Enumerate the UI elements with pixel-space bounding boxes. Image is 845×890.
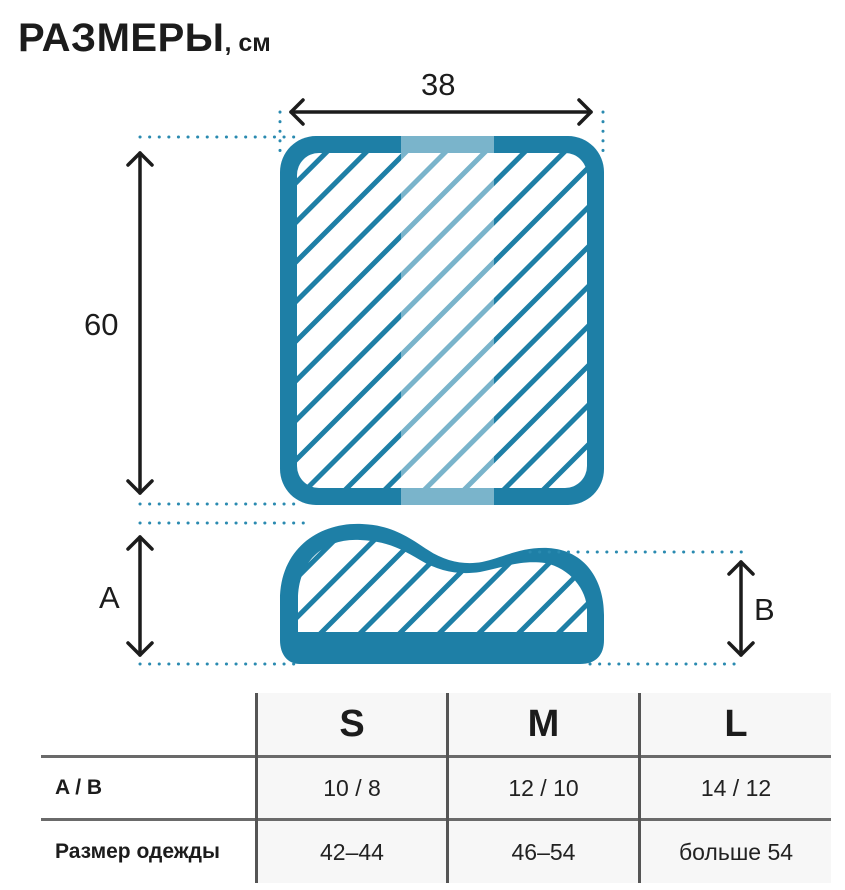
dotted-guides-side (138, 550, 744, 666)
size-table: S M L A / B 10 / 8 12 / 10 14 / 12 Разме… (41, 693, 831, 883)
table-cell-l-clothing: больше 54 (678, 838, 794, 865)
height-arrow (126, 151, 154, 495)
pillow-dimension-diagram (126, 98, 755, 666)
top-view-shape (280, 136, 604, 505)
column-divider (446, 693, 449, 883)
column-divider (255, 693, 258, 883)
page-title: РАЗМЕРЫ, см (18, 14, 271, 67)
a-height-arrow (126, 535, 154, 657)
column-header-l: L (724, 702, 748, 745)
width-value-label: 38 (421, 67, 456, 102)
table-cell-s-a-b: 10 / 8 (323, 774, 381, 801)
title-text: РАЗМЕРЫ (18, 16, 225, 60)
column-divider (638, 693, 641, 883)
table-cell-m-a-b: 12 / 10 (508, 774, 579, 801)
side-a-label: A (99, 580, 120, 615)
side-profile-shape (280, 523, 604, 664)
table-cell-m-clothing: 46–54 (511, 838, 576, 865)
row-label-clothing-size: Размер одежды (55, 840, 220, 863)
side-b-label: B (754, 592, 775, 627)
size-columns-background (257, 693, 831, 883)
row-label-a-b: A / B (55, 776, 103, 799)
table-cell-l-a-b: 14 / 12 (700, 774, 772, 801)
b-height-arrow (727, 560, 755, 657)
dotted-guides-top (138, 110, 605, 525)
row-divider (41, 818, 831, 821)
title-unit: , см (224, 29, 271, 57)
column-header-m: M (527, 702, 560, 745)
table-cell-s-clothing: 42–44 (320, 838, 384, 865)
height-value-label: 60 (84, 307, 119, 342)
width-arrow (289, 98, 593, 126)
row-divider (41, 755, 831, 758)
column-header-s: S (339, 702, 365, 745)
